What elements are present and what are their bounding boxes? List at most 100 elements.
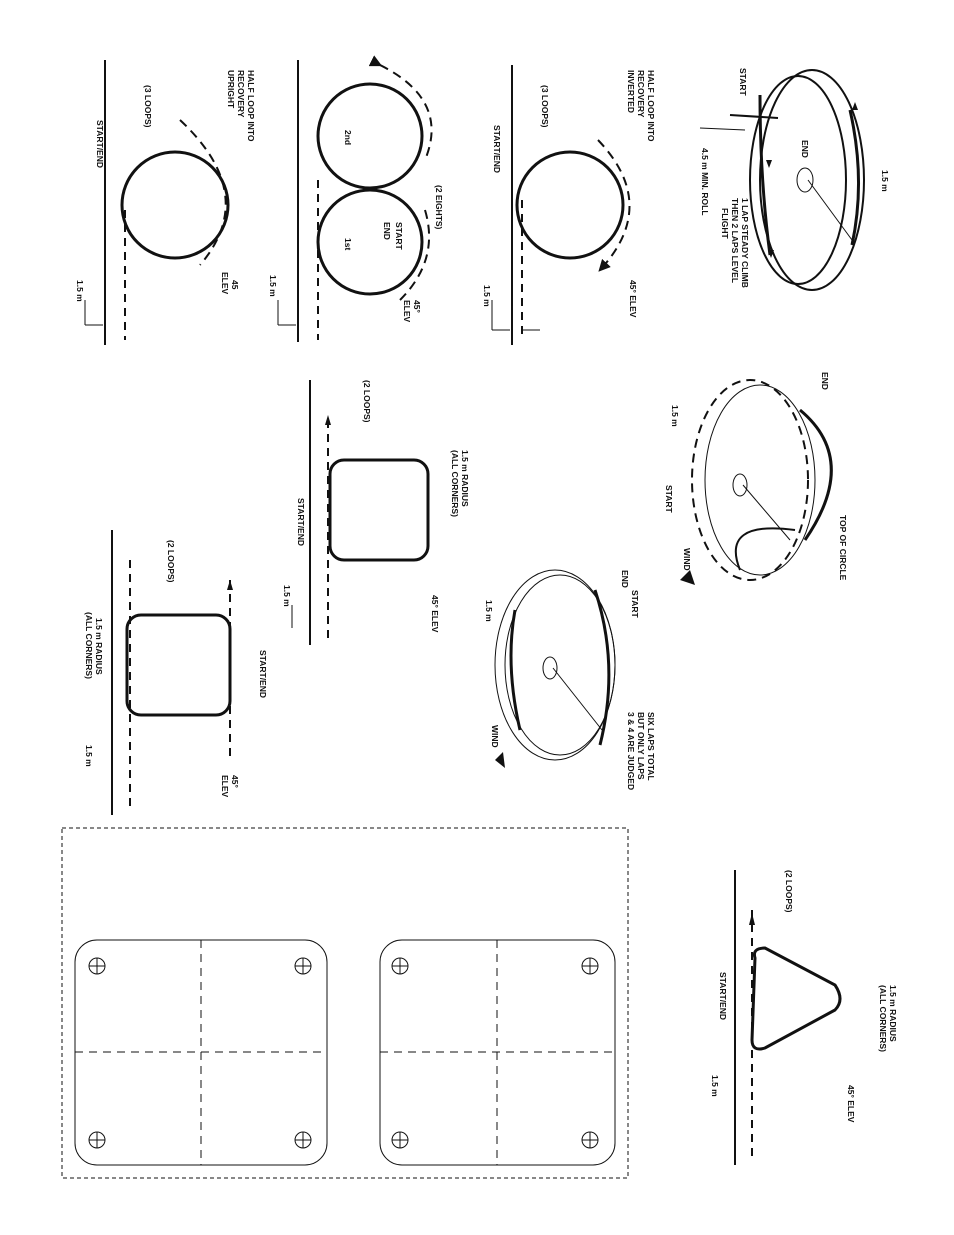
loops-label: (2 LOOPS) <box>362 380 372 423</box>
height-label: 1.5 m <box>484 600 494 622</box>
six-laps-diagram: START END SIX LAPS TOTAL BUT ONLY LAPS 3… <box>484 569 656 790</box>
square-path <box>125 613 232 717</box>
radius-label-2: (ALL CORNERS) <box>878 985 888 1052</box>
radius-label-1: 1.5 m RADIUS <box>460 450 470 507</box>
climb-note-2: THEN 2 LAPS LEVEL <box>730 198 740 283</box>
title-line-1: HALF LOOP INTO <box>646 70 656 142</box>
flight-arrow <box>766 160 772 168</box>
cutout-template <box>61 827 629 1179</box>
flight-arrow <box>227 580 233 590</box>
end-label: END <box>382 222 392 240</box>
end-label: END <box>820 372 830 390</box>
climb-path-thick-right <box>848 109 860 246</box>
height-label: 1.5 m <box>482 285 492 307</box>
wind-arrow <box>495 752 505 768</box>
lap-inner <box>504 574 616 756</box>
elev-label-2: ELEV <box>402 300 412 323</box>
title-line-2: RECOVERY <box>636 70 646 118</box>
roll-note: 4.5 m MIN. ROLL <box>700 148 710 216</box>
eights-diagram: (2 EIGHTS) 2nd 1st START END 45° ELEV 1.… <box>268 55 444 342</box>
flight-arrow <box>749 913 755 925</box>
elev-label-1: 45° <box>412 300 422 313</box>
wind-label: WIND <box>682 548 692 571</box>
height-label: 1.5 m <box>75 280 85 302</box>
eights-label: (2 EIGHTS) <box>434 185 444 230</box>
screw-hole-icon <box>294 957 312 975</box>
flight-arrow <box>768 250 774 258</box>
height-label: 1.5 m <box>670 405 680 427</box>
pilot-circle <box>732 473 748 497</box>
pilot-circle <box>542 656 558 680</box>
outer-dash-bottom <box>399 209 431 301</box>
screw-hole-icon <box>88 1131 106 1149</box>
triangle-diagram: (2 LOOPS) 1.5 m RADIUS (ALL CORNERS) STA… <box>710 870 898 1165</box>
recovery-path <box>597 139 631 272</box>
elev-label: 45° ELEV <box>430 595 440 633</box>
climb-note-1: 1 LAP STEADY CLIMB <box>740 198 750 288</box>
triangle-path <box>750 946 842 1051</box>
judged-laps <box>593 589 611 746</box>
half-loop-upright-diagram: HALF LOOP INTO RECOVERY UPRIGHT (3 LOOPS… <box>75 60 256 345</box>
title-line-1: HALF LOOP INTO <box>246 70 256 142</box>
note-2: BUT ONLY LAPS <box>636 712 646 780</box>
loop-1st <box>316 188 424 296</box>
start-end-label: START/END <box>296 498 306 546</box>
height-label: 1.5 m <box>880 170 890 192</box>
circle-climb-diagram: START END 1.5 m 1 LAP STEADY CLIMB THEN … <box>699 68 890 291</box>
loops-label: (2 LOOPS) <box>166 540 176 583</box>
start-end-label: START/END <box>258 650 268 698</box>
circle-outer <box>691 379 809 581</box>
screw-hole-icon <box>294 1131 312 1149</box>
end-label: END <box>620 570 630 588</box>
loops-label: (2 LOOPS) <box>784 870 794 913</box>
control-line <box>552 667 603 731</box>
screw-hole-icon <box>391 957 409 975</box>
second-label: 2nd <box>343 130 353 145</box>
elev-label-1: 45 <box>230 280 240 290</box>
start-label: START <box>664 485 674 514</box>
screw-hole-icon <box>88 957 106 975</box>
elev-label-2: ELEV <box>220 272 230 295</box>
judged-laps-left <box>509 609 522 731</box>
cutout-border <box>61 827 629 1179</box>
height-label: 1.5 m <box>710 1075 720 1097</box>
elev-label: 45° ELEV <box>846 1085 856 1123</box>
recovery-path <box>179 119 227 266</box>
square-outside-diagram: (2 LOOPS) 1.5 m RADIUS (ALL CORNERS) STA… <box>84 530 268 815</box>
loop-circle <box>120 150 230 260</box>
start-end-label: START/END <box>95 120 105 168</box>
half-loop-inverted-diagram: HALF LOOP INTO RECOVERY INVERTED (3 LOOP… <box>482 65 656 345</box>
climb-circle-outer <box>759 69 865 291</box>
note-1: SIX LAPS TOTAL <box>646 712 656 781</box>
pilot-circle <box>796 167 814 193</box>
elev-label-2: ELEV <box>220 775 230 798</box>
top-of-circle-path <box>799 408 833 541</box>
loops-label: (3 LOOPS) <box>143 85 153 128</box>
radius-label-1: 1.5 m RADIUS <box>94 618 104 675</box>
screw-hole-icon <box>581 957 599 975</box>
control-line <box>807 179 853 241</box>
height-label: 1.5 m <box>282 585 292 607</box>
climb-path-thick <box>758 94 772 256</box>
flight-arrow <box>852 102 858 110</box>
wind-arrow <box>680 570 695 585</box>
flight-arrow <box>325 415 331 425</box>
radius-label-1: 1.5 m RADIUS <box>888 985 898 1042</box>
start-end-label: START/END <box>718 972 728 1020</box>
start-marker <box>729 114 779 119</box>
wingover-circle-diagram: END START TOP OF CIRCLE WIND 1.5 m <box>664 372 848 585</box>
roll-line <box>699 127 746 131</box>
loop-circle <box>515 150 625 260</box>
square-inside-diagram: (2 LOOPS) 1.5 m RADIUS (ALL CORNERS) STA… <box>282 380 470 645</box>
title-line-2: RECOVERY <box>236 70 246 118</box>
radius-label-2: (ALL CORNERS) <box>84 612 94 679</box>
start-label: START <box>394 222 404 251</box>
note-3: 3 & 4 ARE JUDGED <box>626 712 636 790</box>
climb-note-3: FLIGHT <box>720 208 730 239</box>
outer-dash-top <box>368 55 433 161</box>
radius-label-2: (ALL CORNERS) <box>450 450 460 517</box>
loops-label: (3 LOOPS) <box>540 85 550 128</box>
control-line <box>742 484 791 541</box>
